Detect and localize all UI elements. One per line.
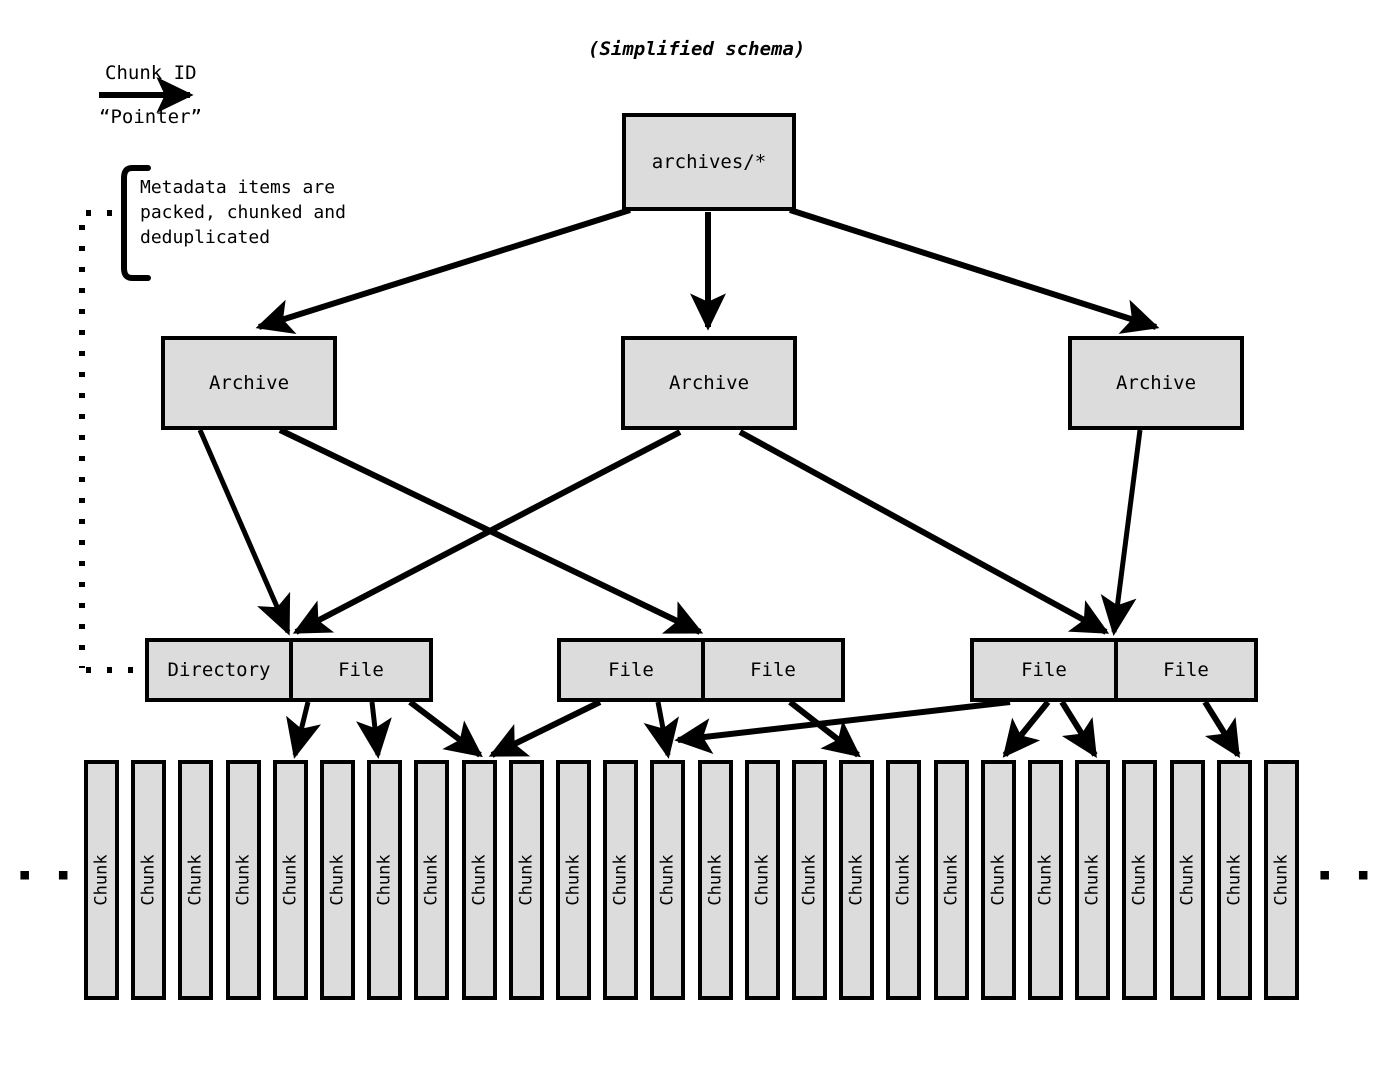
metadata-note-line-1: Metadata items are: [140, 177, 336, 198]
node-file-5[interactable]: File: [1114, 642, 1254, 698]
chunk-box[interactable]: Chunk: [1122, 760, 1157, 1000]
chunk-label: Chunk: [1129, 854, 1150, 906]
chunk-box[interactable]: Chunk: [414, 760, 449, 1000]
chunk-box[interactable]: Chunk: [367, 760, 402, 1000]
chunk-box[interactable]: Chunk: [556, 760, 591, 1000]
chunk-box[interactable]: Chunk: [1075, 760, 1110, 1000]
chunk-box[interactable]: Chunk: [792, 760, 827, 1000]
node-archives-root-label: archives/*: [651, 151, 767, 173]
chunk-box[interactable]: Chunk: [1028, 760, 1063, 1000]
chunk-label: Chunk: [893, 854, 914, 906]
chunk-label: Chunk: [185, 854, 206, 906]
chunk-box[interactable]: Chunk: [320, 760, 355, 1000]
chunk-box[interactable]: Chunk: [1264, 760, 1299, 1000]
node-file-1[interactable]: File: [289, 642, 429, 698]
chunk-label: Chunk: [91, 854, 112, 906]
chunk-label: Chunk: [374, 854, 395, 906]
edge-archives-to-items: [197, 427, 1143, 636]
node-item-group-1[interactable]: Directory File: [145, 638, 433, 702]
chunk-box[interactable]: Chunk: [131, 760, 166, 1000]
chunk-label: Chunk: [705, 854, 726, 906]
chunk-label: Chunk: [1177, 854, 1198, 906]
chunk-box[interactable]: Chunk: [1170, 760, 1205, 1000]
node-item-group-2[interactable]: File File: [557, 638, 845, 702]
chunk-box[interactable]: Chunk: [1217, 760, 1252, 1000]
chunk-label: Chunk: [421, 854, 442, 906]
chunk-box[interactable]: Chunk: [886, 760, 921, 1000]
chunk-label: Chunk: [610, 854, 631, 906]
chunk-label: Chunk: [516, 854, 537, 906]
node-archive-2[interactable]: Archive: [621, 336, 797, 430]
chunk-box[interactable]: Chunk: [273, 760, 308, 1000]
chunk-box[interactable]: Chunk: [84, 760, 119, 1000]
chunk-label: Chunk: [846, 854, 867, 906]
chunk-label: Chunk: [657, 854, 678, 906]
metadata-note-line-3: deduplicated: [140, 227, 271, 248]
chunk-label: Chunk: [1082, 854, 1103, 906]
chunk-box[interactable]: Chunk: [509, 760, 544, 1000]
chunk-label: Chunk: [233, 854, 254, 906]
node-file-4[interactable]: File: [1021, 659, 1067, 681]
node-file-2[interactable]: File: [608, 659, 654, 681]
chunk-label: Chunk: [941, 854, 962, 906]
chunk-box[interactable]: Chunk: [745, 760, 780, 1000]
legend-chunk-id-label: Chunk ID: [105, 62, 197, 84]
chunk-box[interactable]: Chunk: [839, 760, 874, 1000]
node-file-3[interactable]: File: [701, 642, 841, 698]
chunk-box[interactable]: Chunk: [698, 760, 733, 1000]
metadata-note-line-2: packed, chunked and: [140, 202, 346, 223]
chunk-box[interactable]: Chunk: [934, 760, 969, 1000]
chunk-label: Chunk: [1035, 854, 1056, 906]
chunk-label: Chunk: [1271, 854, 1292, 906]
edge-items-to-chunks: [286, 699, 1241, 759]
node-archives-root[interactable]: archives/*: [622, 113, 796, 211]
node-directory-1[interactable]: Directory: [167, 659, 271, 681]
node-archive-2-label: Archive: [668, 372, 750, 394]
chunk-box[interactable]: Chunk: [226, 760, 261, 1000]
node-archive-1[interactable]: Archive: [161, 336, 337, 430]
chunk-box[interactable]: Chunk: [603, 760, 638, 1000]
chunk-label: Chunk: [1224, 854, 1245, 906]
chunk-box[interactable]: Chunk: [650, 760, 685, 1000]
chunk-box[interactable]: Chunk: [981, 760, 1016, 1000]
chunk-label: Chunk: [988, 854, 1009, 906]
chunks-right-ellipsis: ▪ ▪ ▪: [1318, 862, 1397, 887]
chunk-label: Chunk: [752, 854, 773, 906]
chunk-label: Chunk: [327, 854, 348, 906]
chunk-label: Chunk: [469, 854, 490, 906]
edge-root-to-archives: [255, 207, 1160, 335]
chunk-label: Chunk: [138, 854, 159, 906]
metadata-dotted-line-icon: [79, 210, 142, 673]
chunk-label: Chunk: [563, 854, 584, 906]
node-archive-3[interactable]: Archive: [1068, 336, 1244, 430]
chunk-box[interactable]: Chunk: [462, 760, 497, 1000]
chunk-label: Chunk: [799, 854, 820, 906]
legend-pointer-label: “Pointer”: [99, 106, 202, 128]
chunk-box[interactable]: Chunk: [178, 760, 213, 1000]
annotation-bracket-icon: [121, 165, 151, 281]
node-archive-3-label: Archive: [1115, 372, 1197, 394]
node-item-group-3[interactable]: File File: [970, 638, 1258, 702]
chunk-label: Chunk: [280, 854, 301, 906]
node-archive-1-label: Archive: [208, 372, 290, 394]
diagram-title: (Simplified schema): [588, 38, 806, 60]
